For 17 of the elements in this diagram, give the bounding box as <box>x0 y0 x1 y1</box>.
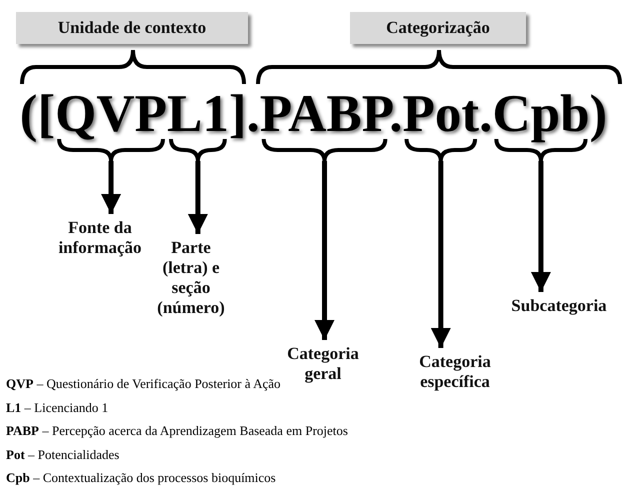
category-label: Fonte da informação <box>50 218 150 258</box>
abbreviation-note: Pot – Potencialidades <box>6 446 120 462</box>
category-label: Categoria específica <box>400 352 510 392</box>
code-text: ([QVPL1].PABP.Pot.Cpb) <box>18 84 608 144</box>
abbreviation-note: L1 – Licenciando 1 <box>6 400 108 416</box>
arrow <box>314 161 334 340</box>
arrow <box>188 161 208 234</box>
abbreviation-note: QVP – Questionário de Verificação Posterior à Ação <box>6 376 280 392</box>
arrow <box>101 161 122 214</box>
heading-box: Unidade de contexto <box>16 12 248 44</box>
arrow <box>430 161 451 348</box>
abbreviation-note: PABP – Percepção acerca da Aprendizagem Baseada em Projetos <box>6 423 348 439</box>
heading-box: Categorização <box>350 12 526 44</box>
category-label: Subcategoria <box>494 296 624 316</box>
abbreviation-note: Cpb – Contextualização dos processos bioquímicos <box>6 470 276 486</box>
arrow <box>530 161 551 292</box>
category-label: Parte (letra) e seção (número) <box>148 238 234 318</box>
